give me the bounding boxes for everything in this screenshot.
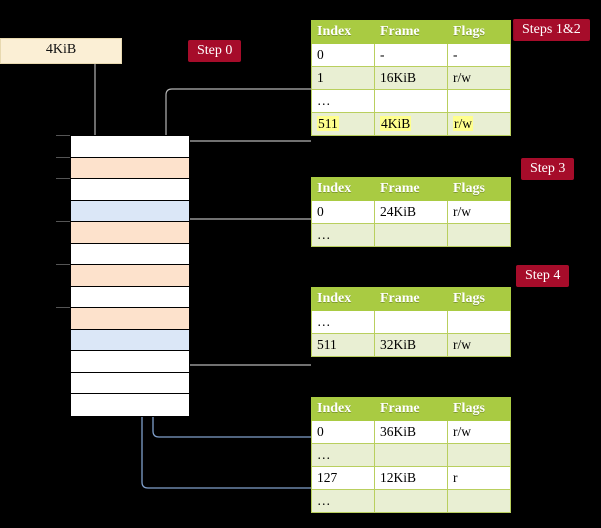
- level-3-table-r2-frame: 12KiB: [374, 466, 448, 490]
- level-3-table-r3-frame: [374, 489, 448, 513]
- level-0-table-header-frame: Frame: [374, 20, 448, 44]
- level-0-table-r2-index: …: [311, 89, 375, 113]
- table-row: …: [311, 89, 511, 113]
- level-3-table-r3-index: …: [311, 489, 375, 513]
- physical-memory-column: [70, 135, 190, 417]
- level-1-table-r0-frame: 24KiB: [374, 200, 448, 224]
- level-0-table-header-index: Index: [311, 20, 375, 44]
- level-1-table-r0-index: 0: [311, 200, 375, 224]
- level-0-table-header-flags: Flags: [447, 20, 511, 44]
- memory-tick-3: [56, 221, 70, 222]
- level-2-table-r0-flags: [447, 310, 511, 334]
- memory-row-4: [71, 222, 189, 244]
- level-3-table-r0-flags: r/w: [447, 420, 511, 444]
- level-0-table-r3-index: 511: [311, 112, 375, 136]
- level-2-table-r0-index: …: [311, 310, 375, 334]
- level-0-table-r1-flags: r/w: [447, 66, 511, 90]
- memory-row-7: [71, 286, 189, 308]
- level-1-table-r1-flags: [447, 223, 511, 247]
- level-2-table-r1-frame: 32KiB: [374, 333, 448, 357]
- table-row: …: [311, 310, 511, 334]
- level-1-table-header-index: Index: [311, 177, 375, 201]
- badge-step-3: Step 3: [521, 158, 575, 180]
- memory-row-1: [71, 157, 189, 179]
- level-3-table-r1-flags: [447, 443, 511, 467]
- level-1-table-header-flags: Flags: [447, 177, 511, 201]
- level-3-table-header-frame: Frame: [374, 397, 448, 421]
- badge-step-4: Step 4: [516, 265, 570, 287]
- level-2-table-header-index: Index: [311, 287, 375, 311]
- level-0-table-r2-frame: [374, 89, 448, 113]
- memory-row-6: [71, 265, 189, 287]
- level-3-table-header-flags: Flags: [447, 397, 511, 421]
- memory-tick-1: [56, 156, 70, 158]
- badge-step-3-label: Step 3: [530, 161, 566, 176]
- level-0-table-r3-flags: r/w: [447, 112, 511, 136]
- memory-row-12: [71, 394, 189, 416]
- memory-row-2: [71, 179, 189, 201]
- level-3-table-r2-index: 127: [311, 466, 375, 490]
- level-0-table-r3-frame: 4KiB: [374, 112, 448, 136]
- memory-row-8: [71, 308, 189, 330]
- level-2-table-r0-frame: [374, 310, 448, 334]
- level-0-table-r0-flags: -: [447, 43, 511, 67]
- level-1-table-r1-index: …: [311, 223, 375, 247]
- badge-step-0-label: Step 0: [197, 43, 233, 58]
- level-1-table-header-frame: Frame: [374, 177, 448, 201]
- memory-tick-2: [56, 178, 70, 179]
- memory-tick-4: [56, 264, 70, 265]
- table-row: …: [311, 489, 511, 513]
- level-2-table-r1-index: 511: [311, 333, 375, 357]
- level-2-table-header-flags: Flags: [447, 287, 511, 311]
- badge-steps-1-2-label: Steps 1&2: [522, 22, 581, 37]
- level-2-table-header-frame: Frame: [374, 287, 448, 311]
- level-3-table-header-index: Index: [311, 397, 375, 421]
- level-0-table-r1-index: 1: [311, 66, 375, 90]
- table-row: …: [311, 443, 511, 467]
- frame-box-label: 4KiB: [45, 42, 77, 57]
- badge-step-0: Step 0: [188, 40, 242, 62]
- level-0-table-r2-flags: [447, 89, 511, 113]
- memory-row-0: [71, 136, 189, 158]
- level-1-table-r0-flags: r/w: [447, 200, 511, 224]
- frame-box-4kib: 4KiB: [0, 38, 122, 64]
- table-row: 0--: [311, 43, 511, 67]
- level-3-table-r2-flags: r: [447, 466, 511, 490]
- badge-steps-1-2: Steps 1&2: [513, 19, 590, 41]
- badge-step-4-label: Step 4: [525, 268, 561, 283]
- level-3-table-r1-index: …: [311, 443, 375, 467]
- level-0-table-r0-frame: -: [374, 43, 448, 67]
- memory-row-3: [71, 200, 189, 222]
- level-1-table-r1-frame: [374, 223, 448, 247]
- level-3-table-r0-frame: 36KiB: [374, 420, 448, 444]
- level-3-table-r0-index: 0: [311, 420, 375, 444]
- memory-row-9: [71, 329, 189, 351]
- level-2-table-r1-flags: r/w: [447, 333, 511, 357]
- memory-row-5: [71, 243, 189, 265]
- level-0-table-r0-index: 0: [311, 43, 375, 67]
- memory-tick-0: [56, 135, 70, 136]
- memory-row-10: [71, 351, 189, 373]
- level-0-table-r1-frame: 16KiB: [374, 66, 448, 90]
- memory-row-11: [71, 372, 189, 394]
- level-3-table-r3-flags: [447, 489, 511, 513]
- level-3-table-r1-frame: [374, 443, 448, 467]
- table-row: …: [311, 223, 511, 247]
- memory-tick-5: [56, 307, 70, 308]
